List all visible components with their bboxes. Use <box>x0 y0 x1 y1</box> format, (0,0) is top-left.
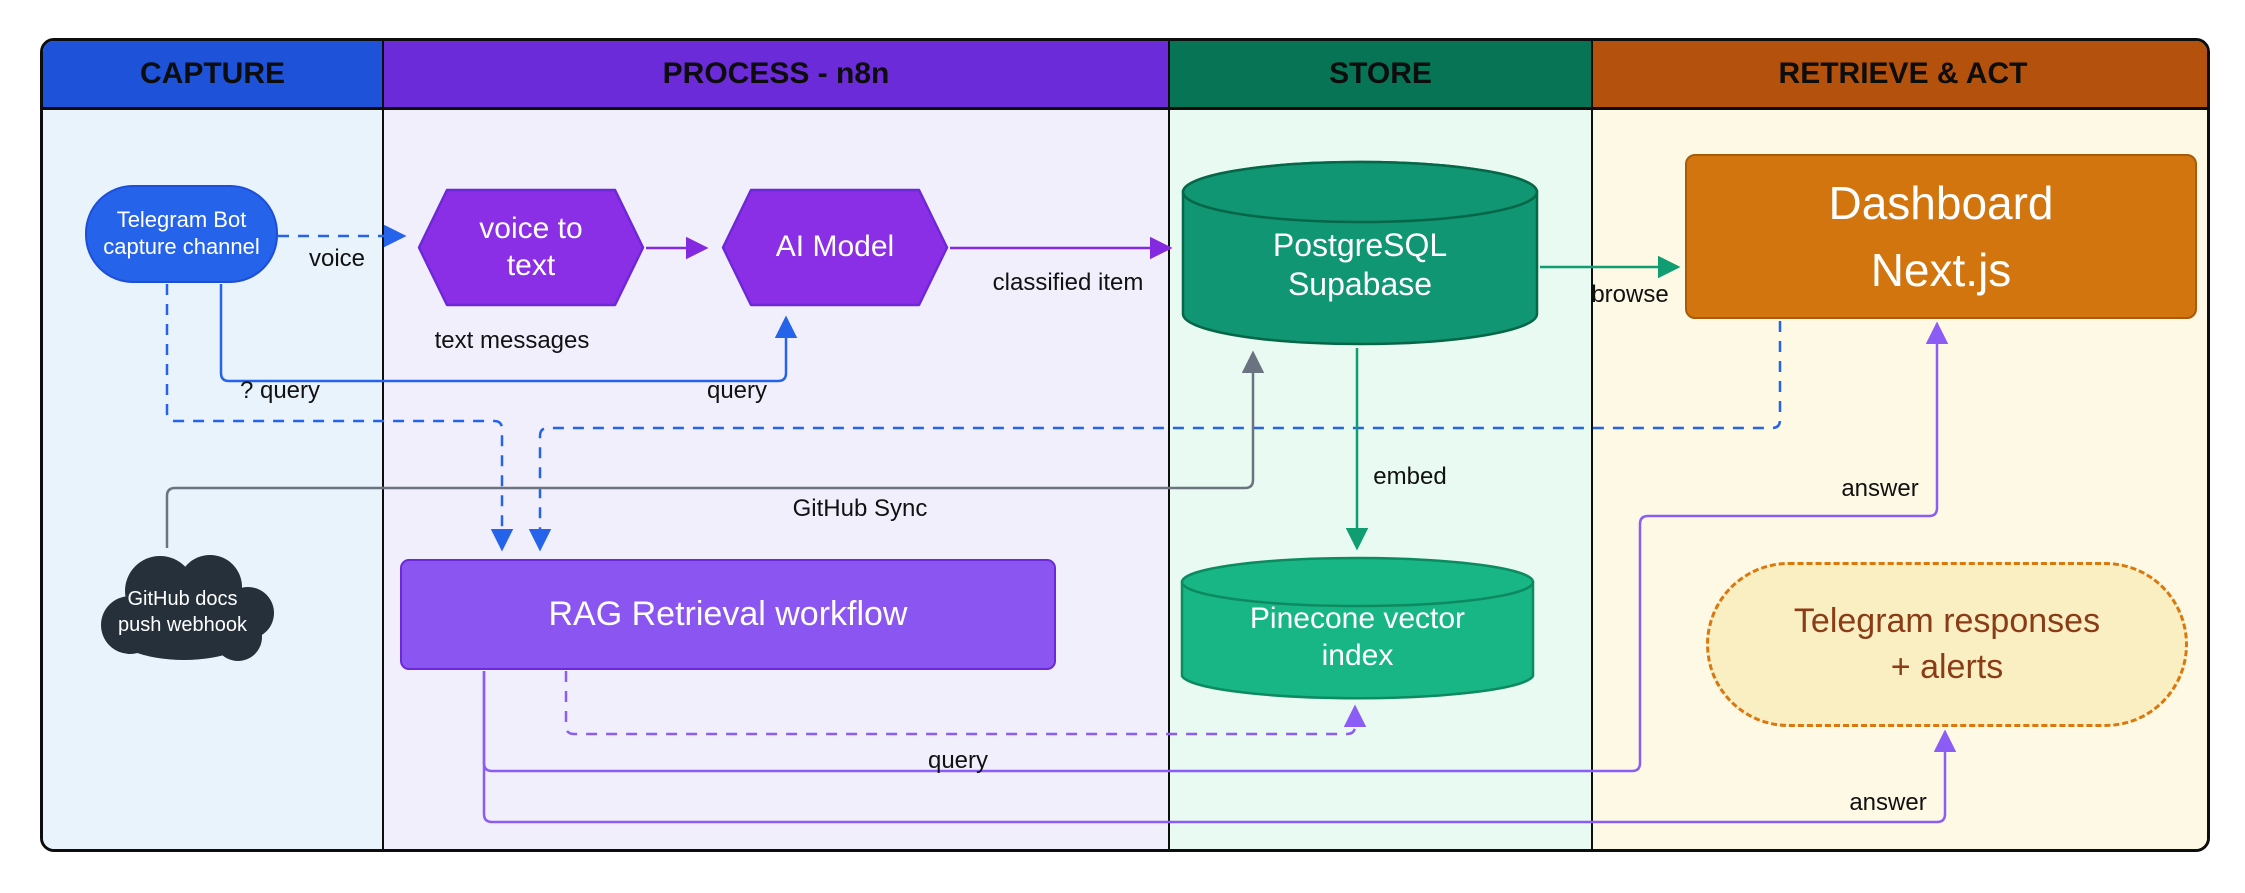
node-ai-model: AI Model <box>721 188 949 307</box>
cloud-icon <box>101 555 274 661</box>
cylinder-shape <box>1180 556 1535 700</box>
node-label-line: capture channel <box>103 234 260 259</box>
node-rag-retrieval-workflow: RAG Retrieval workflow <box>400 559 1056 670</box>
lane-header-store: STORE <box>1170 41 1593 107</box>
node-label: voice to text <box>417 188 645 307</box>
node-label-line: index <box>1321 639 1394 672</box>
node-pinecone-vector-index: Pinecone vector index <box>1180 556 1535 702</box>
node-label-line: GitHub docs <box>127 588 238 610</box>
node-label: GitHub docs push webhook <box>80 545 285 665</box>
node-label-line: text <box>506 248 556 282</box>
hexagon-shape <box>417 188 645 307</box>
hexagon-shape <box>721 188 949 307</box>
node-label-line: + alerts <box>1890 647 2004 686</box>
node-github-docs-webhook: GitHub docs push webhook <box>80 545 285 665</box>
node-label-line: RAG Retrieval workflow <box>548 594 908 633</box>
node-label-line: Telegram Bot <box>116 207 247 233</box>
lane-title: PROCESS - n8n <box>662 57 890 90</box>
node-label-line: PostgreSQL <box>1272 226 1448 263</box>
node-label-line: AI Model <box>775 230 895 264</box>
node-label-line: Next.js <box>1870 243 2012 296</box>
lane-header-retrieve: RETRIEVE & ACT <box>1593 41 2207 107</box>
lane-header-process: PROCESS - n8n <box>384 41 1170 107</box>
lane-title: STORE <box>1329 57 1432 90</box>
lane-header-row: CAPTURE PROCESS - n8n STORE RETRIEVE & A… <box>43 41 2207 110</box>
node-label: Pinecone vector index <box>1180 556 1535 702</box>
lane-title: CAPTURE <box>139 57 285 90</box>
node-label: AI Model <box>721 188 949 307</box>
node-label-line: Pinecone vector <box>1249 602 1466 636</box>
node-label-line: Telegram responses <box>1793 601 2101 640</box>
node-label-line: Supabase <box>1287 266 1433 302</box>
node-label-line: Dashboard <box>1828 176 2054 229</box>
node-telegram-bot: Telegram Bot capture channel <box>85 185 278 283</box>
node-label-line: voice to <box>479 211 583 245</box>
node-telegram-responses-alerts: Telegram responses + alerts <box>1706 562 2188 727</box>
node-postgresql-supabase: PostgreSQL Supabase <box>1181 160 1539 346</box>
node-label: PostgreSQL Supabase <box>1181 160 1539 346</box>
node-dashboard-nextjs: Dashboard Next.js <box>1685 154 2197 319</box>
node-label-line: push webhook <box>118 614 247 636</box>
lane-header-capture: CAPTURE <box>43 41 384 107</box>
cylinder-shape <box>1181 160 1539 346</box>
lane-title: RETRIEVE & ACT <box>1778 57 2028 90</box>
node-voice-to-text: voice to text <box>417 188 645 307</box>
